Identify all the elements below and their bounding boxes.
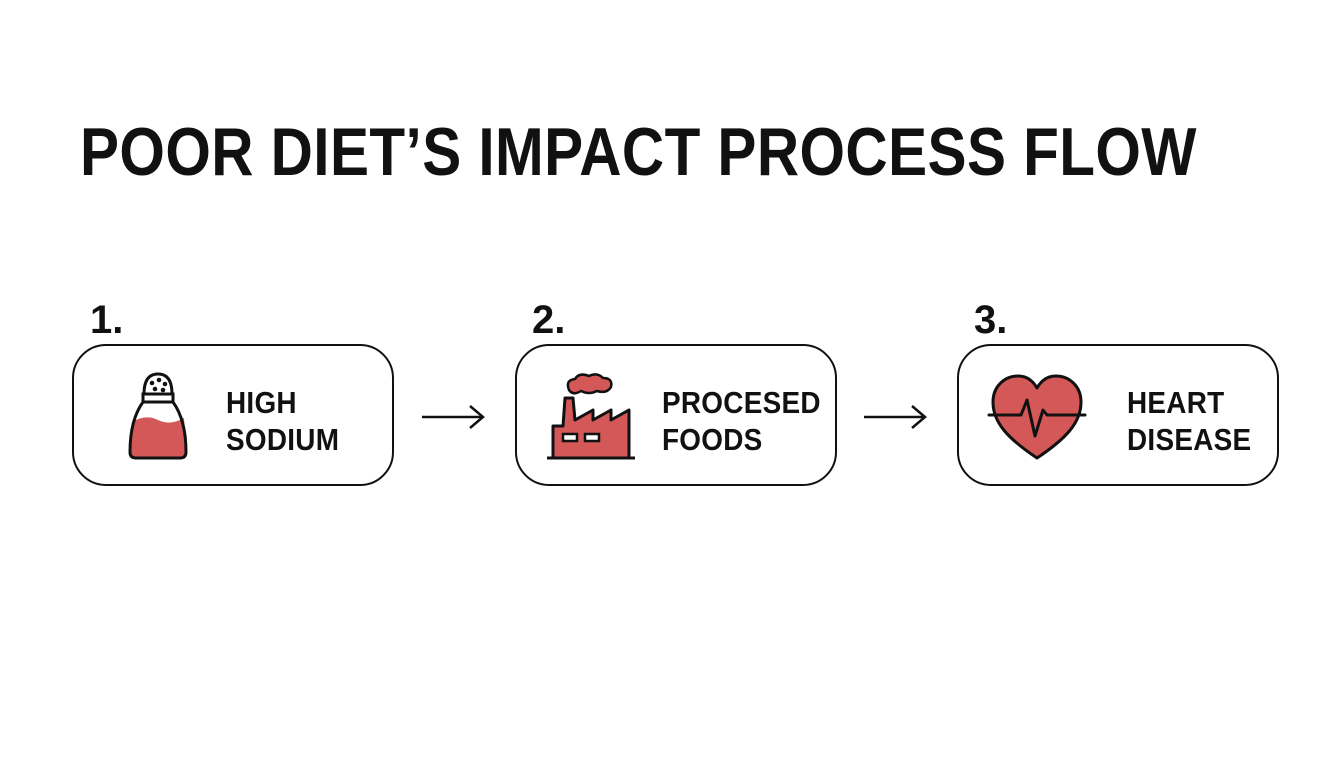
step-number-2: 2. (532, 298, 566, 342)
step-label-line: DISEASE (1127, 422, 1252, 457)
step-label-line: HIGH (226, 385, 297, 420)
salt-shaker-icon (128, 372, 188, 460)
step-box-heart-disease: HEART DISEASE (957, 344, 1279, 486)
arrow-right-icon (422, 405, 485, 429)
arrow-right-icon (864, 405, 927, 429)
step-label-line: PROCESED (662, 385, 821, 420)
step-label-line: HEART (1127, 385, 1225, 420)
step-label-line: FOODS (662, 422, 763, 457)
step-number-1: 1. (90, 298, 124, 342)
step-box-high-sodium: HIGH SODIUM (72, 344, 394, 486)
step-label-heart-disease: HEART DISEASE (1127, 384, 1251, 458)
step-label-processed-foods: PROCESED FOODS (662, 384, 821, 458)
step-label-high-sodium: HIGH SODIUM (226, 384, 339, 458)
step-number-3: 3. (974, 298, 1008, 342)
heart-pulse-icon (987, 374, 1087, 460)
step-box-processed-foods: PROCESED FOODS (515, 344, 837, 486)
page-title: POOR DIET’S IMPACT PROCESS FLOW (80, 114, 1197, 190)
factory-icon (547, 373, 635, 460)
step-label-line: SODIUM (226, 422, 340, 457)
